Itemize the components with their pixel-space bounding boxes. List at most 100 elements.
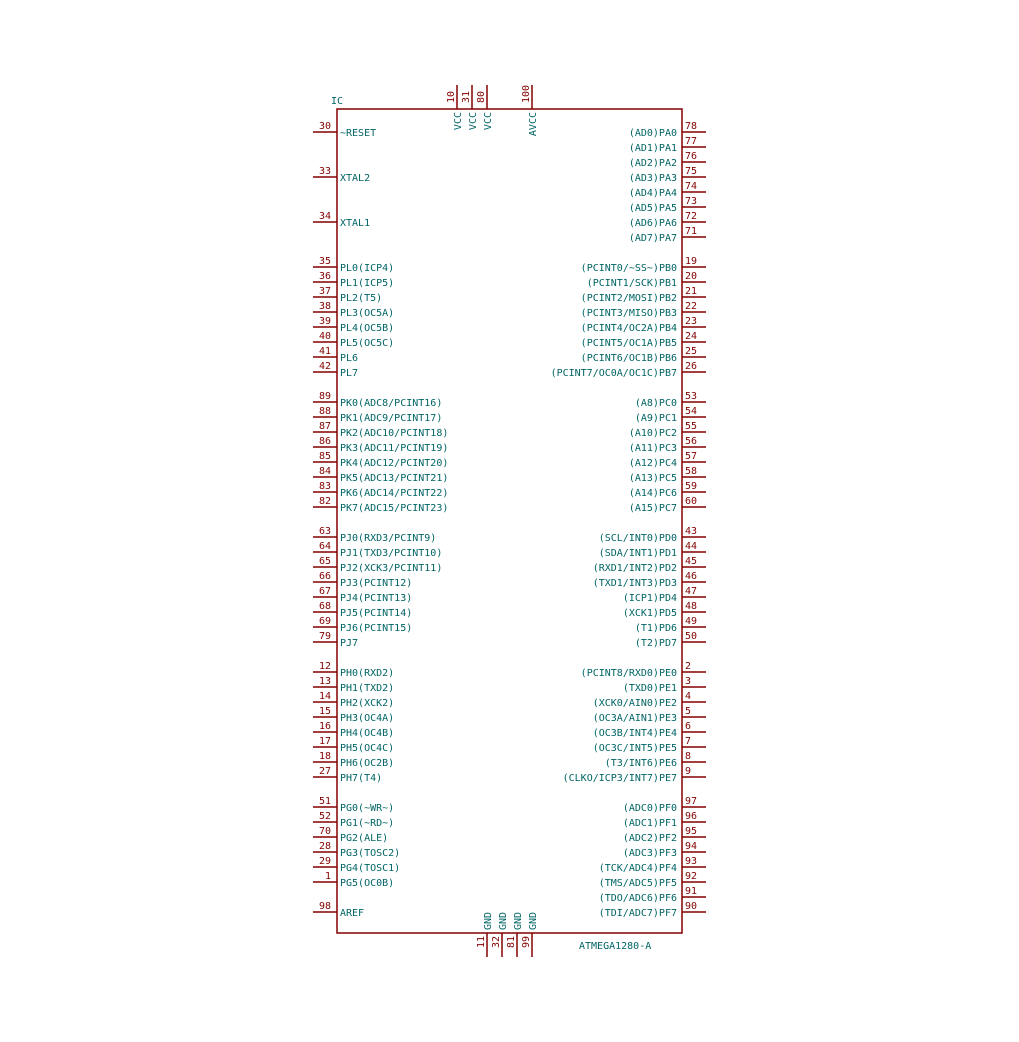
pin-number: 78 — [685, 121, 697, 132]
pin-number: 87 — [319, 421, 331, 432]
pin-45: 45(RXD1/INT2)PD2 — [593, 556, 706, 574]
pin-label-pk6-adc14-pcint22: PK6(ADC14/PCINT22) — [340, 488, 448, 499]
pin-number: 42 — [319, 361, 331, 372]
pin-label-pg4-tosc1: PG4(TOSC1) — [340, 863, 400, 874]
pin-number: 19 — [685, 256, 697, 267]
pin-53: 53(A8)PC0 — [635, 391, 706, 409]
pin-number: 6 — [685, 721, 691, 732]
pin-number: 35 — [319, 256, 331, 267]
pin-20: 20(PCINT1/SCK)PB1 — [587, 271, 706, 289]
pin-number: 79 — [319, 631, 331, 642]
pin-number: 67 — [319, 586, 331, 597]
pin-label-a15-pc7: (A15)PC7 — [629, 503, 677, 514]
pin-number: 75 — [685, 166, 697, 177]
pin-number: 71 — [685, 226, 697, 237]
pin-number: 69 — [319, 616, 331, 627]
pin-number: 73 — [685, 196, 697, 207]
pin-number: 37 — [319, 286, 331, 297]
pin-label-pcint2-mosi-pb2: (PCINT2/MOSI)PB2 — [581, 293, 677, 304]
pin-number: 25 — [685, 346, 697, 357]
pin-number: 95 — [685, 826, 697, 837]
pin-number: 20 — [685, 271, 697, 282]
pin-56: 56(A11)PC3 — [629, 436, 706, 454]
pin-label-ad1-pa1: (AD1)PA1 — [629, 143, 677, 154]
pin-label-pl7: PL7 — [340, 368, 358, 379]
pin-number: 58 — [685, 466, 697, 477]
pin-26: 26(PCINT7/OC0A/OC1C)PB7 — [551, 361, 706, 379]
pin-number: 77 — [685, 136, 697, 147]
pin-number: 57 — [685, 451, 697, 462]
pin-46: 46(TXD1/INT3)PD3 — [593, 571, 706, 589]
pin-number: 84 — [319, 466, 331, 477]
pin-number: 94 — [685, 841, 697, 852]
pin-label-oc3c-int5-pe5: (OC3C/INT5)PE5 — [593, 743, 677, 754]
pin-number: 50 — [685, 631, 697, 642]
pin-number: 22 — [685, 301, 697, 312]
pin-19: 19(PCINT0/~SS~)PB0 — [581, 256, 706, 274]
pin-label-pcint3-miso-pb3: (PCINT3/MISO)PB3 — [581, 308, 677, 319]
pin-number: 29 — [319, 856, 331, 867]
pin-number: 64 — [319, 541, 331, 552]
pin-label-adc1-pf1: (ADC1)PF1 — [623, 818, 677, 829]
right-pin-group: 78(AD0)PA077(AD1)PA176(AD2)PA275(AD3)PA3… — [551, 121, 706, 919]
pin-25: 25(PCINT6/OC1B)PB6 — [581, 346, 706, 364]
pin-number: 24 — [685, 331, 697, 342]
pin-label-ad0-pa0: (AD0)PA0 — [629, 128, 677, 139]
pin-label-pl3-oc5a: PL3(OC5A) — [340, 308, 394, 319]
pin-label-pl4-oc5b: PL4(OC5B) — [340, 323, 394, 334]
pin-71: 71(AD7)PA7 — [629, 226, 706, 244]
pin-number: 59 — [685, 481, 697, 492]
pin-96: 96 (ADC1)PF1 — [623, 811, 706, 829]
pin-label-ad4-pa4: (AD4)PA4 — [629, 188, 677, 199]
pin-number: 18 — [319, 751, 331, 762]
pin-label-pg3-tosc2: PG3(TOSC2) — [340, 848, 400, 859]
pin-number: 55 — [685, 421, 697, 432]
pin-number: 96 — [685, 811, 697, 822]
pin-number: 17 — [319, 736, 331, 747]
pin-label-tck-adc4-pf4: (TCK/ADC4)PF4 — [599, 863, 677, 874]
pin-label-pj2-xck3-pcint11: PJ2(XCK3/PCINT11) — [340, 563, 442, 574]
pin-number: 39 — [319, 316, 331, 327]
ic-body — [336, 108, 683, 934]
pin-label-clko-icp3-int7-pe7: (CLKO/ICP3/INT7)PE7 — [563, 773, 677, 784]
ic-value: ATMEGA1280-A — [579, 941, 651, 952]
pin-2: 2(PCINT8/RXD0)PE0 — [581, 661, 706, 679]
pin-label-t1-pd6: (T1)PD6 — [635, 623, 677, 634]
pin-label-gnd: GND — [498, 912, 509, 930]
left-pin-group: 30~RESET33XTAL234XTAL135PL0(ICP4)36PL1(I… — [313, 121, 448, 919]
pin-label-pj6-pcint15: PJ6(PCINT15) — [340, 623, 412, 634]
pin-78: 78 (AD0)PA0 — [629, 121, 706, 139]
pin-label-vcc: VCC — [453, 112, 464, 130]
pin-92: 92(TMS/ADC5)PF5 — [599, 871, 706, 889]
pin-number: 93 — [685, 856, 697, 867]
pin-number: 86 — [319, 436, 331, 447]
pin-label-a9-pc1: (A9)PC1 — [635, 413, 677, 424]
pin-number: 43 — [685, 526, 697, 537]
pin-label-reset: ~RESET — [340, 128, 376, 139]
pin-label-gnd: GND — [483, 912, 494, 930]
pin-95: 95(ADC2)PF2 — [623, 826, 706, 844]
pin-76: 76(AD2)PA2 — [629, 151, 706, 169]
pin-number: 2 — [685, 661, 691, 672]
pin-number: 26 — [685, 361, 697, 372]
pin-number: 49 — [685, 616, 697, 627]
pin-number: 63 — [319, 526, 331, 537]
pin-74: 74(AD4)PA4 — [629, 181, 706, 199]
